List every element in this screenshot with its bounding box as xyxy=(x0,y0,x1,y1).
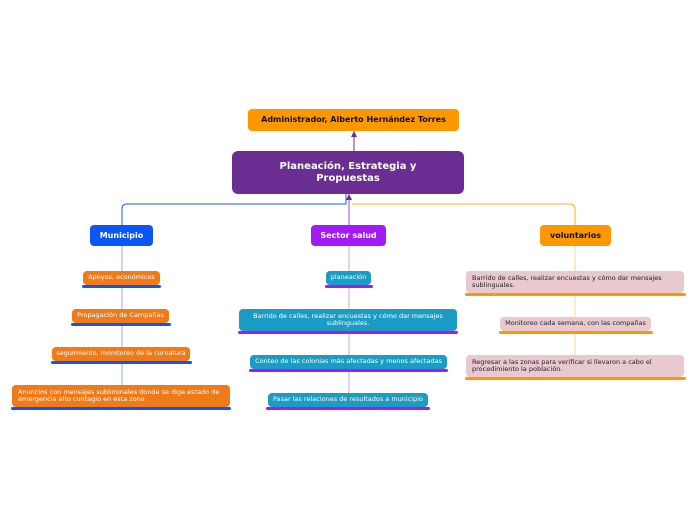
salud-item-2[interactable]: Barrido de calles, realizar encuestas y … xyxy=(239,309,457,331)
voluntarios-item-2[interactable]: Monitoreo cada semana, con las compañas xyxy=(500,317,651,331)
admin-node[interactable]: Administrador, Alberto Hernández Torres xyxy=(248,109,459,131)
branch-voluntarios-label: voluntarios xyxy=(549,230,601,240)
salud-item-2-underline xyxy=(238,331,458,334)
voluntarios-item-1-label: Barrido de calles, realizar encuestas y … xyxy=(472,273,662,289)
link-root-municipio xyxy=(121,194,347,225)
branch-salud-label: Sector salud xyxy=(320,230,377,240)
municipio-item-4-underline xyxy=(11,407,231,410)
root-node[interactable]: Planeación, Estrategia y Propuestas xyxy=(232,151,464,194)
municipio-item-4-label: Anuncios con mensajes subliminales donde… xyxy=(18,387,220,403)
municipio-item-2-underline xyxy=(71,323,171,326)
voluntarios-item-2-underline xyxy=(499,331,653,334)
branch-municipio[interactable]: Municipio xyxy=(90,225,153,246)
salud-item-3-label: Conteo de las colonias más afectadas y m… xyxy=(255,357,442,366)
salud-item-4-label: Pasar las relaciones de resultados a mun… xyxy=(272,395,424,404)
voluntarios-item-2-label: Monitoreo cada semana, con las compañas xyxy=(505,319,646,328)
voluntarios-item-1-underline xyxy=(465,293,686,296)
salud-item-4-underline xyxy=(266,407,430,410)
municipio-item-3-underline xyxy=(51,361,192,364)
admin-label: Administrador, Alberto Hernández Torres xyxy=(261,115,446,125)
branch-sector-salud[interactable]: Sector salud xyxy=(311,225,386,246)
voluntarios-item-3-label: Regresar a las zonas para verificar si l… xyxy=(472,357,652,373)
root-label: Planeación, Estrategia y Propuestas xyxy=(279,161,417,184)
arrow-root xyxy=(346,194,352,200)
municipio-item-1[interactable]: Apoyos, económicos xyxy=(83,271,160,285)
municipio-item-4[interactable]: Anuncios con mensajes subliminales donde… xyxy=(12,385,230,407)
voluntarios-item-3-underline xyxy=(465,377,686,380)
salud-item-1-label: planeación xyxy=(330,273,367,282)
salud-item-3-underline xyxy=(249,369,448,372)
municipio-item-2[interactable]: Propagación de Campañas xyxy=(72,309,169,323)
municipio-item-1-underline xyxy=(82,285,161,288)
municipio-item-2-label: Propagación de Campañas xyxy=(77,311,164,320)
link-root-voluntarios xyxy=(352,203,576,225)
salud-item-1[interactable]: planeación xyxy=(326,271,371,285)
salud-item-1-underline xyxy=(325,285,373,288)
municipio-item-3-label: seguimiento, monitoreo de la curvatura xyxy=(56,349,186,358)
municipio-item-1-label: Apoyos, económicos xyxy=(88,273,155,282)
voluntarios-item-1[interactable]: Barrido de calles, realizar encuestas y … xyxy=(466,271,684,293)
salud-item-4[interactable]: Pasar las relaciones de resultados a mun… xyxy=(268,393,428,407)
branch-voluntarios[interactable]: voluntarios xyxy=(540,225,611,246)
arrow-admin xyxy=(351,131,357,137)
municipio-item-3[interactable]: seguimiento, monitoreo de la curvatura xyxy=(52,347,190,361)
salud-item-3[interactable]: Conteo de las colonias más afectadas y m… xyxy=(250,355,447,369)
branch-municipio-label: Municipio xyxy=(99,230,144,240)
voluntarios-item-3[interactable]: Regresar a las zonas para verificar si l… xyxy=(466,355,684,377)
salud-item-2-label: Barrido de calles, realizar encuestas y … xyxy=(253,311,443,327)
